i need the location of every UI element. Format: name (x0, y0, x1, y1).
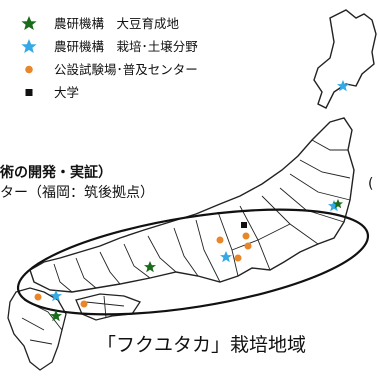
site-circle-orange (80, 300, 88, 308)
site-star-green (50, 310, 62, 322)
legend-label: 農研機構 大豆育成地 (54, 16, 180, 31)
green-star-icon (21, 16, 37, 30)
site-circle-orange (244, 242, 252, 250)
site-circle-orange (242, 232, 250, 240)
site-star-blue (220, 251, 232, 263)
legend-label: 大学 (54, 85, 80, 100)
orange-circle-icon (25, 65, 33, 74)
site-square-black (241, 222, 247, 228)
site-star-blue (328, 200, 340, 212)
site-circle-orange (234, 254, 242, 262)
legend-label: 公設試験場･普及センター (54, 62, 198, 77)
legend-label: 農研機構 栽培･土壌分野 (54, 39, 198, 54)
prefecture-borders (53, 139, 351, 293)
partial-heading-text: 術の開発・実証） (0, 165, 112, 181)
black-square-icon (25, 89, 33, 96)
kyushu (7, 287, 67, 371)
partial-right-fragment: ( (368, 176, 374, 192)
blue-star-icon (21, 39, 37, 53)
honshu (29, 117, 355, 293)
site-circle-orange (216, 236, 224, 244)
region-label: 「フクユタカ」栽培地域 (97, 334, 307, 356)
cultivation-region-ellipse (16, 208, 370, 316)
site-circle-orange (34, 293, 42, 301)
site-markers (34, 80, 349, 322)
site-star-blue (337, 80, 349, 92)
site-star-green (333, 199, 343, 209)
partial-subheading-text: ター（福岡：筑後拠点） (0, 185, 154, 201)
site-star-green (144, 261, 156, 273)
hokkaido (313, 9, 377, 109)
site-star-blue (50, 290, 62, 302)
